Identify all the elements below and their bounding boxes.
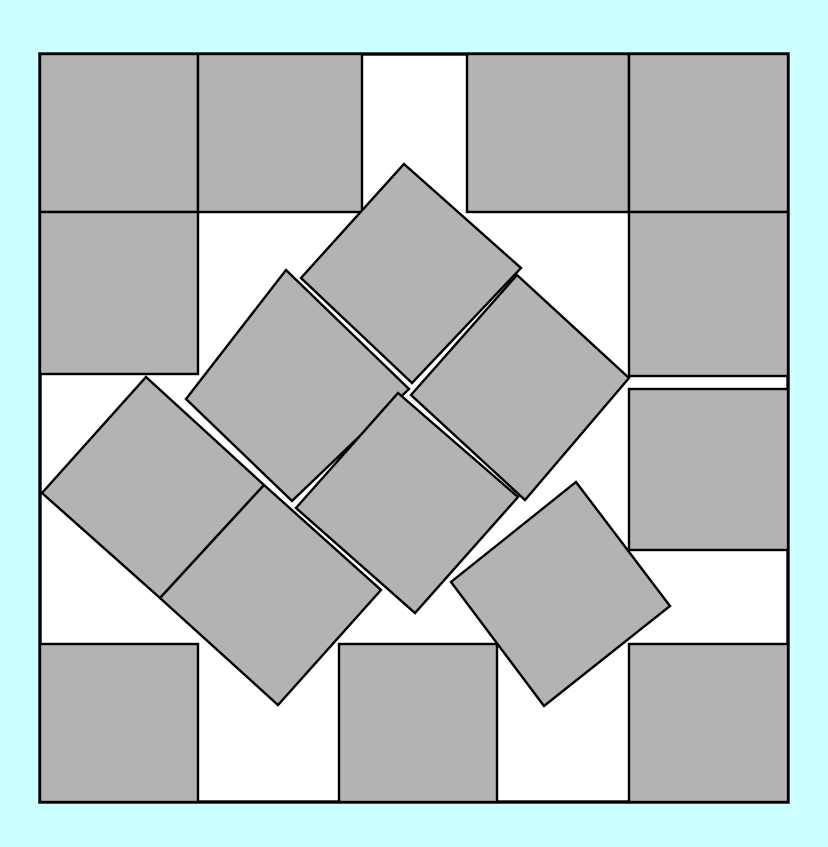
tilted-square-7: [449, 480, 672, 708]
axis-square-10: [627, 642, 790, 804]
tilted-square-6: [158, 483, 383, 707]
axis-square-5: [38, 210, 200, 376]
tilted-squares: [40, 162, 672, 708]
axis-square-8: [38, 642, 200, 804]
axis-square-2: [196, 52, 364, 214]
axis-aligned-squares: [38, 52, 790, 804]
axis-square-6: [627, 210, 790, 378]
axis-square-3: [465, 52, 631, 214]
tilted-square-5: [294, 391, 520, 615]
axis-square-9: [337, 642, 499, 804]
tilted-square-3: [184, 268, 411, 503]
axis-square-4: [627, 52, 790, 214]
axis-square-7: [627, 387, 790, 552]
tilted-square-2: [409, 273, 631, 502]
tilted-square-1: [299, 162, 523, 385]
axis-square-1: [38, 52, 200, 214]
